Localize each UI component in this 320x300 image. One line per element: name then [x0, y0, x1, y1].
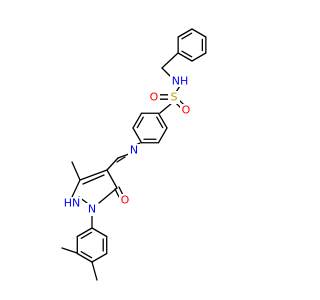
- c5-n1-bond: [98, 187, 118, 204]
- n-imine-label: N: [130, 144, 138, 157]
- oxygen-left-label: O: [150, 91, 159, 104]
- phenyl-ring-inner-bond: [181, 32, 193, 40]
- dimethylphenyl-ring-bond: [76, 227, 93, 238]
- oxygen-carbonyl-label: O: [121, 194, 130, 207]
- benzene-ring-bond: [157, 112, 168, 129]
- c5-o-bond: [114, 188, 120, 198]
- so-right-bond: [178, 99, 185, 106]
- atom-oxygen-carbonyl: O: [119, 194, 131, 207]
- phenyl-ring-bond: [177, 52, 193, 62]
- atom-nh-sulfonamide: NH: [170, 75, 190, 88]
- dimethylphenyl-ring-bond: [76, 252, 93, 263]
- atom-labels: NH S O O N HN N O: [62, 75, 192, 216]
- atom-oxygen-left: O: [148, 91, 160, 104]
- benzene-ring-bond: [157, 127, 168, 144]
- dimethylphenyl-ring-inner-bond: [80, 251, 93, 259]
- dimethylphenyl-ring-inner-bond: [80, 231, 93, 239]
- sulfur-label: S: [171, 91, 178, 104]
- methyl-4-bond: [91, 261, 98, 281]
- methyl-bond: [71, 161, 81, 181]
- atom-oxygen-right: O: [180, 104, 192, 117]
- s-c-bond: [159, 102, 173, 114]
- n-ch-double-bond: [116, 156, 126, 163]
- benzene-ring-inner-bond: [136, 116, 144, 129]
- atom-n-pyrazole: N: [86, 203, 98, 216]
- n2-c3-bond: [71, 179, 81, 198]
- phenyl-ring-bond: [177, 28, 193, 38]
- phenyl-ring-bond: [191, 28, 207, 38]
- ch2-bond: [161, 52, 179, 69]
- phenyl-ring-inner-bond: [181, 50, 193, 58]
- ch-c4-bond: [106, 157, 119, 171]
- c3-c4-inner-bond: [82, 174, 105, 185]
- benzene-ring-bond: [132, 127, 143, 144]
- so-right-bond: [175, 102, 182, 109]
- molecule-structure: NH S O O N HN N O: [61, 28, 207, 281]
- c3-c4-bond: [79, 169, 108, 181]
- phenyl-ring-bond: [191, 52, 207, 62]
- dimethylphenyl-ring-bond: [91, 252, 108, 263]
- dimethylphenyl-ring-bond: [91, 227, 108, 238]
- oxygen-right-label: O: [182, 104, 191, 117]
- methyl-3-bond: [61, 247, 78, 254]
- c4-c5-bond: [106, 169, 118, 189]
- atom-sulfur: S: [168, 91, 180, 104]
- atom-n-imine: N: [128, 144, 140, 157]
- n-pyrazole-label: N: [88, 203, 96, 216]
- n-ch-bond: [117, 153, 130, 159]
- hn-pyrazole-label: HN: [64, 197, 81, 210]
- benzene-ring-inner-bond: [156, 116, 164, 129]
- benzene-ring-bond: [132, 112, 143, 129]
- nh-sulfonamide-label: NH: [172, 75, 189, 88]
- atom-hn-pyrazole: HN: [62, 197, 82, 210]
- c5-o-bond: [118, 186, 124, 196]
